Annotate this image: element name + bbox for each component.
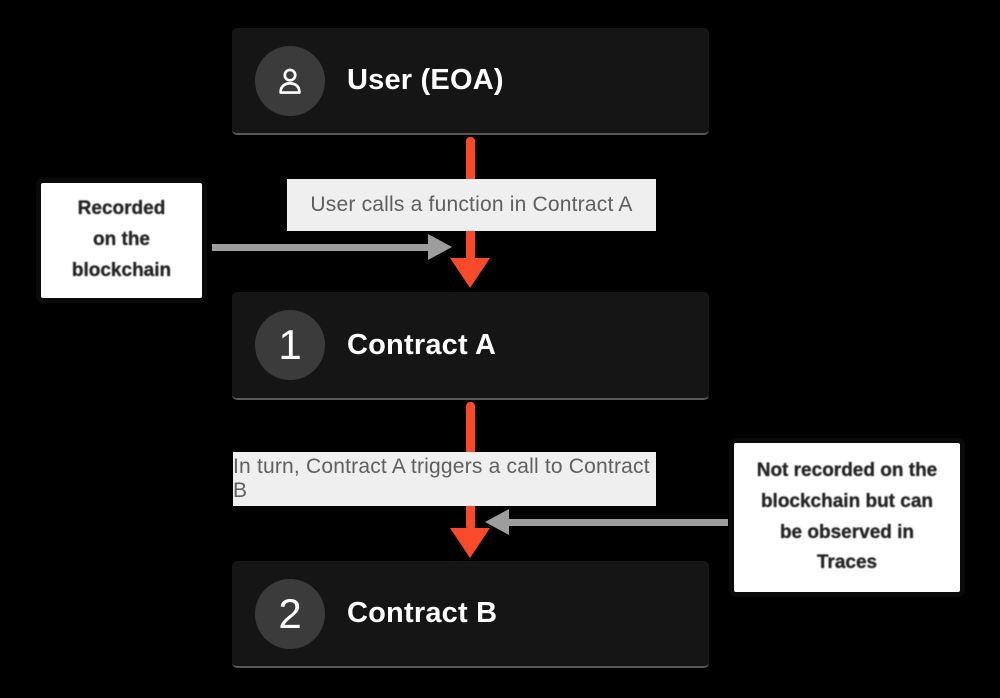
flow-label-text: In turn, Contract A triggers a call to C…	[233, 455, 650, 502]
node-title: Contract A	[347, 328, 497, 361]
callout-text: Recorded on the blockchain	[71, 198, 172, 281]
badge-number: 1	[278, 321, 302, 368]
node-title: Contract B	[347, 597, 498, 629]
flow-label-contract-a-triggers: In turn, Contract A triggers a call to C…	[233, 452, 656, 506]
node-contract-b: 2 Contract B	[232, 561, 709, 668]
flow-label-text: User calls a function in Contract A	[310, 193, 633, 216]
annotation-arrow-not-recorded	[509, 519, 728, 526]
annotation-arrow-recorded	[212, 244, 430, 251]
callout-text: Not recorded on the blockchain but can b…	[756, 459, 938, 574]
arrow-down-icon	[450, 528, 490, 558]
step-2-badge: 2	[255, 578, 325, 649]
callout-recorded-on-blockchain: Recorded on the blockchain	[36, 178, 207, 303]
arrow-right-icon	[428, 234, 452, 260]
arrow-left-icon	[485, 509, 509, 535]
node-user-eoa: User (EOA)	[232, 28, 709, 135]
node-title: User (EOA)	[347, 64, 504, 96]
badge-number: 2	[278, 589, 302, 637]
step-1-badge: 1	[255, 310, 325, 380]
node-contract-a: 1 Contract A	[232, 292, 709, 400]
user-avatar-badge	[255, 45, 325, 116]
arrow-down-icon	[450, 258, 490, 288]
callout-not-recorded-traces: Not recorded on the blockchain but can b…	[729, 438, 965, 597]
user-icon	[279, 68, 301, 94]
flow-label-user-calls: User calls a function in Contract A	[287, 179, 656, 231]
